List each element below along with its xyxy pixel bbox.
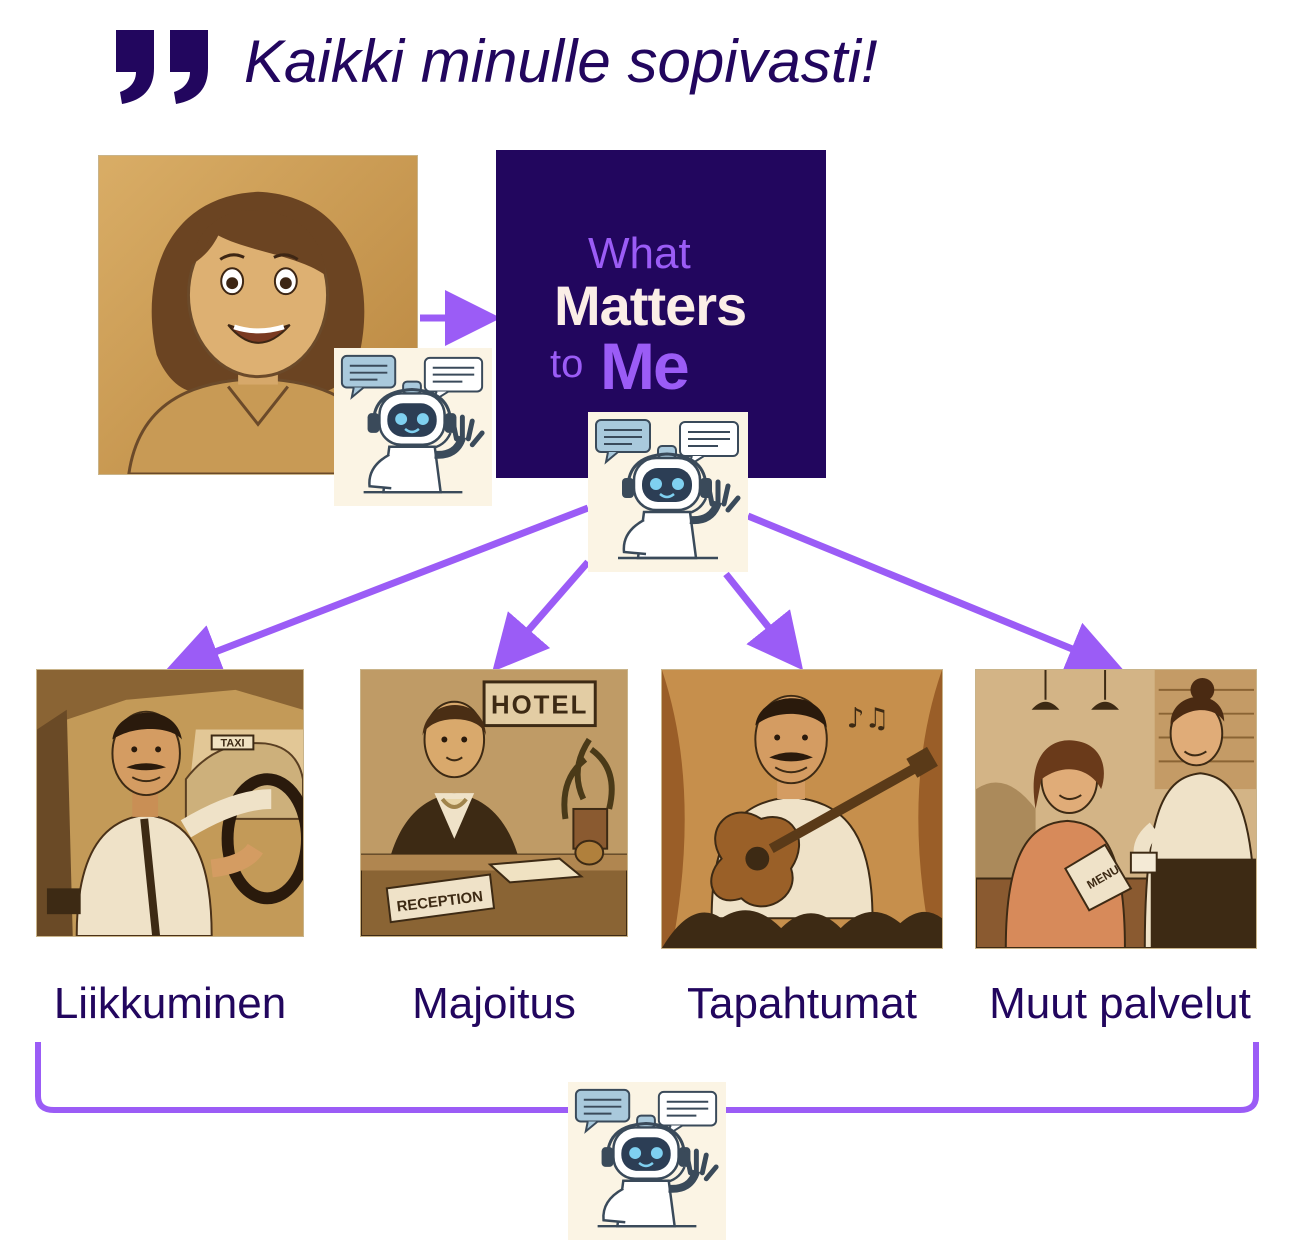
- category-label-tapahtumat: Tapahtumat: [652, 978, 952, 1030]
- guitar-performer-illustration: ♪♫: [661, 669, 943, 949]
- taxi-sign-text: TAXI: [221, 737, 245, 749]
- robot-assistant-icon: [334, 348, 492, 506]
- logo-word-what: What: [588, 228, 691, 280]
- taxi-driver-illustration: TAXI: [36, 669, 304, 937]
- category-label-liikkuminen: Liikkuminen: [20, 978, 320, 1030]
- logo-word-to: to: [550, 340, 583, 388]
- category-label-majoitus: Majoitus: [344, 978, 644, 1030]
- hotel-sign-text: HOTEL: [491, 692, 588, 720]
- arrow-to-majoitus: [506, 562, 588, 656]
- arrow-to-liikkuminen: [184, 508, 588, 664]
- robot-assistant-icon: [588, 412, 748, 572]
- arrow-to-tapahtumat: [726, 574, 790, 654]
- restaurant-waitress-illustration: MENU: [975, 669, 1257, 949]
- logo-word-me: Me: [600, 330, 688, 402]
- category-label-muut-palvelut: Muut palvelut: [962, 978, 1278, 1030]
- svg-text:♪♫: ♪♫: [847, 702, 890, 735]
- logo-word-matters: Matters: [554, 276, 746, 336]
- arrow-to-muut: [748, 516, 1104, 662]
- hotel-reception-illustration: HOTEL RECEPTION: [360, 669, 628, 937]
- robot-assistant-icon: [568, 1082, 726, 1240]
